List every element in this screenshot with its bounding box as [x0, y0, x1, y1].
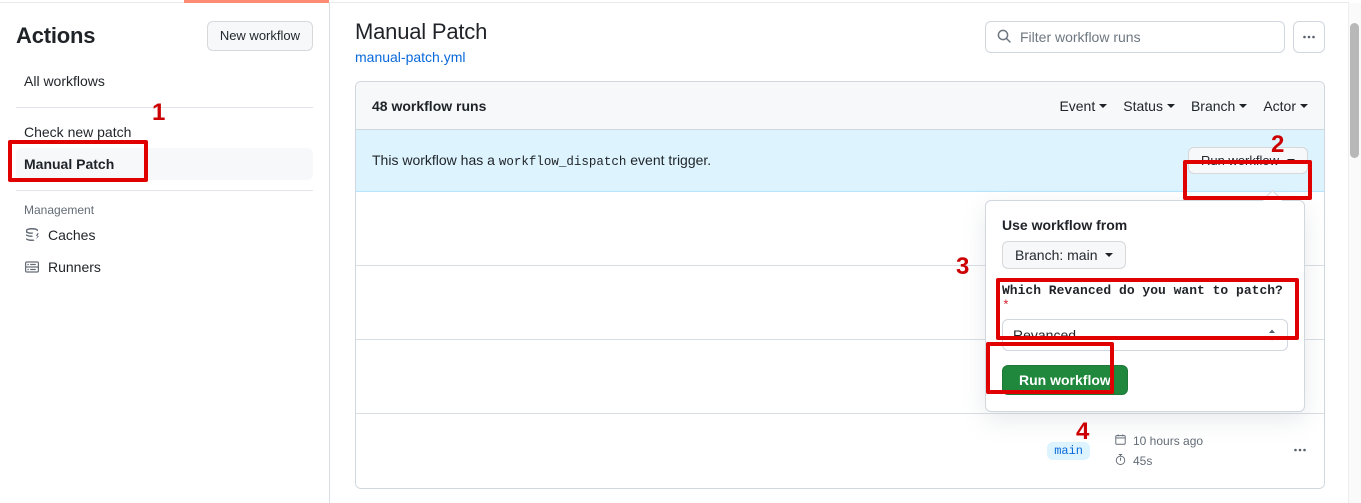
run-duration: 45s — [1114, 453, 1284, 469]
sidebar-item-all-workflows[interactable]: All workflows — [16, 65, 313, 97]
sidebar-divider-2 — [16, 190, 313, 191]
sidebar-item-manual-patch[interactable]: Manual Patch — [8, 148, 313, 180]
sidebar-item-label: Check new patch — [24, 124, 132, 140]
dispatch-text-before: This workflow has a — [372, 152, 495, 168]
run-meta-cell: 10 hours ago 45s — [1114, 433, 1284, 469]
sidebar-header: Actions New workflow — [16, 3, 313, 65]
chevron-down-icon — [1239, 103, 1248, 108]
run-timestamp-text: 10 hours ago — [1133, 434, 1204, 448]
table-row[interactable]: main 10 hours ago — [356, 414, 1324, 488]
chevron-down-icon — [1300, 103, 1308, 108]
search-icon — [996, 28, 1012, 47]
dispatch-banner-text: This workflow has a workflow_dispatch ev… — [372, 152, 711, 169]
sidebar-group-management: Management — [24, 203, 95, 217]
required-marker: * — [1002, 298, 1010, 313]
workflow-input-label-text: Which Revanced do you want to patch? — [1002, 283, 1283, 298]
chevron-down-icon — [1166, 103, 1175, 108]
sidebar-item-label: Runners — [48, 259, 101, 275]
annotation-number-1: 1 — [152, 99, 166, 126]
use-workflow-from-label: Use workflow from — [1002, 217, 1128, 233]
branch-badge[interactable]: main — [1047, 442, 1090, 460]
sidebar-item-label: Manual Patch — [24, 156, 115, 172]
sidebar-item-label: Caches — [48, 227, 96, 243]
dispatch-text-after: event trigger. — [630, 152, 712, 168]
cache-icon — [24, 227, 40, 243]
chevron-down-icon — [1105, 253, 1114, 257]
workflow-dispatch-banner: This workflow has a workflow_dispatch ev… — [356, 130, 1324, 192]
filter-actor[interactable]: Actor — [1263, 98, 1308, 114]
scrollbar-thumb[interactable] — [1350, 23, 1359, 158]
revanced-select-value: Revanced — [1013, 327, 1077, 343]
run-workflow-dropdown-label: Run workflow — [1200, 153, 1279, 168]
workflow-file-link[interactable]: manual-patch.yml — [355, 49, 466, 65]
filter-branch[interactable]: Branch — [1190, 97, 1248, 114]
top-divider — [0, 2, 1349, 3]
dispatch-event-code: workflow_dispatch — [498, 155, 627, 169]
page-scrollbar[interactable] — [1348, 3, 1361, 503]
filter-label: Actor — [1263, 97, 1296, 114]
annotation-number-2: 2 — [1271, 131, 1285, 158]
sidebar-item-check-new-patch[interactable]: Check new patch — [16, 116, 313, 148]
revanced-select[interactable]: Revanced — [1002, 319, 1288, 351]
new-workflow-button[interactable]: New workflow — [206, 21, 313, 51]
workflow-runs-header: 48 workflow runs Event Status Branch — [356, 82, 1324, 130]
sidebar-item-label: All workflows — [24, 73, 105, 89]
annotation-number-3: 3 — [956, 253, 970, 280]
stopwatch-icon — [1114, 453, 1127, 469]
row-more-options-button[interactable] — [1284, 442, 1308, 461]
filter-label: Event — [1059, 97, 1096, 114]
filter-label: Branch — [1190, 97, 1236, 114]
filter-event[interactable]: Event — [1059, 97, 1108, 114]
branch-selector-label: Branch: main — [1015, 247, 1098, 263]
search-input[interactable] — [1020, 29, 1274, 45]
run-workflow-submit-button[interactable]: Run workflow — [1002, 365, 1128, 395]
chevron-down-icon — [1099, 103, 1108, 108]
run-duration-text: 45s — [1133, 454, 1153, 468]
sidebar: Actions New workflow All workflows Check… — [0, 3, 330, 503]
more-options-button[interactable] — [1293, 21, 1325, 53]
title-block: Manual Patch manual-patch.yml — [355, 17, 487, 65]
filter-status[interactable]: Status — [1123, 98, 1175, 114]
calendar-icon — [1114, 433, 1127, 449]
search-box[interactable] — [985, 21, 1285, 53]
sidebar-item-runners[interactable]: Runners — [16, 251, 313, 283]
branch-selector-button[interactable]: Branch: main — [1002, 241, 1127, 269]
select-arrows-icon — [1267, 328, 1277, 342]
header-actions — [985, 21, 1325, 53]
run-workflow-panel: Use workflow from Branch: main Which Rev… — [985, 200, 1305, 412]
sidebar-title: Actions — [16, 23, 96, 48]
main-header: Manual Patch manual-patch.yml — [355, 17, 1325, 65]
runners-icon — [24, 259, 40, 275]
filter-label: Status — [1123, 97, 1163, 114]
sidebar-divider — [16, 107, 313, 108]
sidebar-item-caches[interactable]: Caches — [16, 219, 313, 251]
run-workflow-dropdown-button[interactable]: Run workflow — [1187, 147, 1308, 174]
run-timestamp: 10 hours ago — [1114, 433, 1284, 449]
filters-group: Event Status Branch Actor — [1059, 98, 1308, 114]
page-loading-bar — [184, 0, 329, 3]
chevron-down-icon — [1287, 158, 1295, 163]
page-title: Manual Patch — [355, 19, 488, 44]
workflow-runs-count: 48 workflow runs — [372, 97, 487, 114]
workflow-input-label: Which Revanced do you want to patch? * — [1002, 283, 1288, 313]
annotation-number-4: 4 — [1076, 418, 1090, 445]
